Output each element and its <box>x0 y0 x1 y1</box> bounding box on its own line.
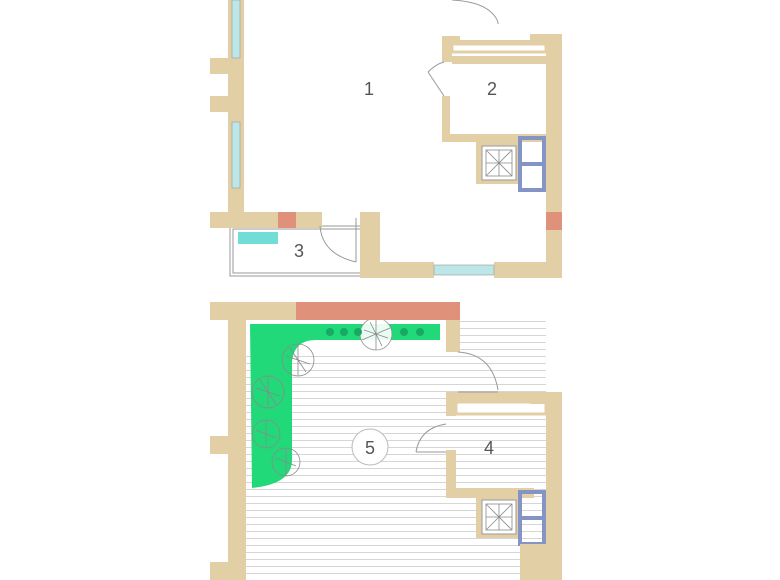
bathtub-icon <box>238 232 278 244</box>
room-3-door <box>319 218 357 263</box>
accent-wall-right <box>546 212 562 230</box>
room-2-top-band <box>450 42 548 54</box>
elevator-icon <box>485 503 513 531</box>
upper-left-windows <box>231 0 241 189</box>
lower-top-wall <box>246 302 460 320</box>
tree-icon <box>251 317 393 477</box>
door-swing-icon <box>451 0 499 24</box>
garden-shrubs <box>326 328 424 336</box>
upper-bottom-wall <box>360 262 562 278</box>
garden-bed <box>250 324 440 488</box>
room-label-4: 4 <box>484 438 494 458</box>
room-1-3-partition <box>210 212 322 228</box>
room-3-right-wall <box>360 212 380 276</box>
elevator-lower <box>476 490 546 580</box>
room-label-5: 5 <box>365 438 375 458</box>
elevator-frame <box>518 136 546 192</box>
room-5-circle <box>351 428 389 466</box>
bottom-window <box>433 264 495 276</box>
accent-wall-segment <box>278 212 296 228</box>
elevator-upper <box>476 136 546 192</box>
lower-right-walls <box>446 320 562 580</box>
room-label-1: 1 <box>364 79 374 99</box>
room-2-door <box>427 61 445 97</box>
accent-wall-top <box>296 302 460 320</box>
room-label-2: 2 <box>487 79 497 99</box>
upper-floor-plan <box>210 0 562 278</box>
room-label-3: 3 <box>294 241 304 261</box>
door-swing-icon <box>415 351 499 453</box>
lower-floor-plan <box>210 302 562 580</box>
elevator-icon <box>485 149 513 177</box>
lower-left-wall <box>210 302 246 580</box>
